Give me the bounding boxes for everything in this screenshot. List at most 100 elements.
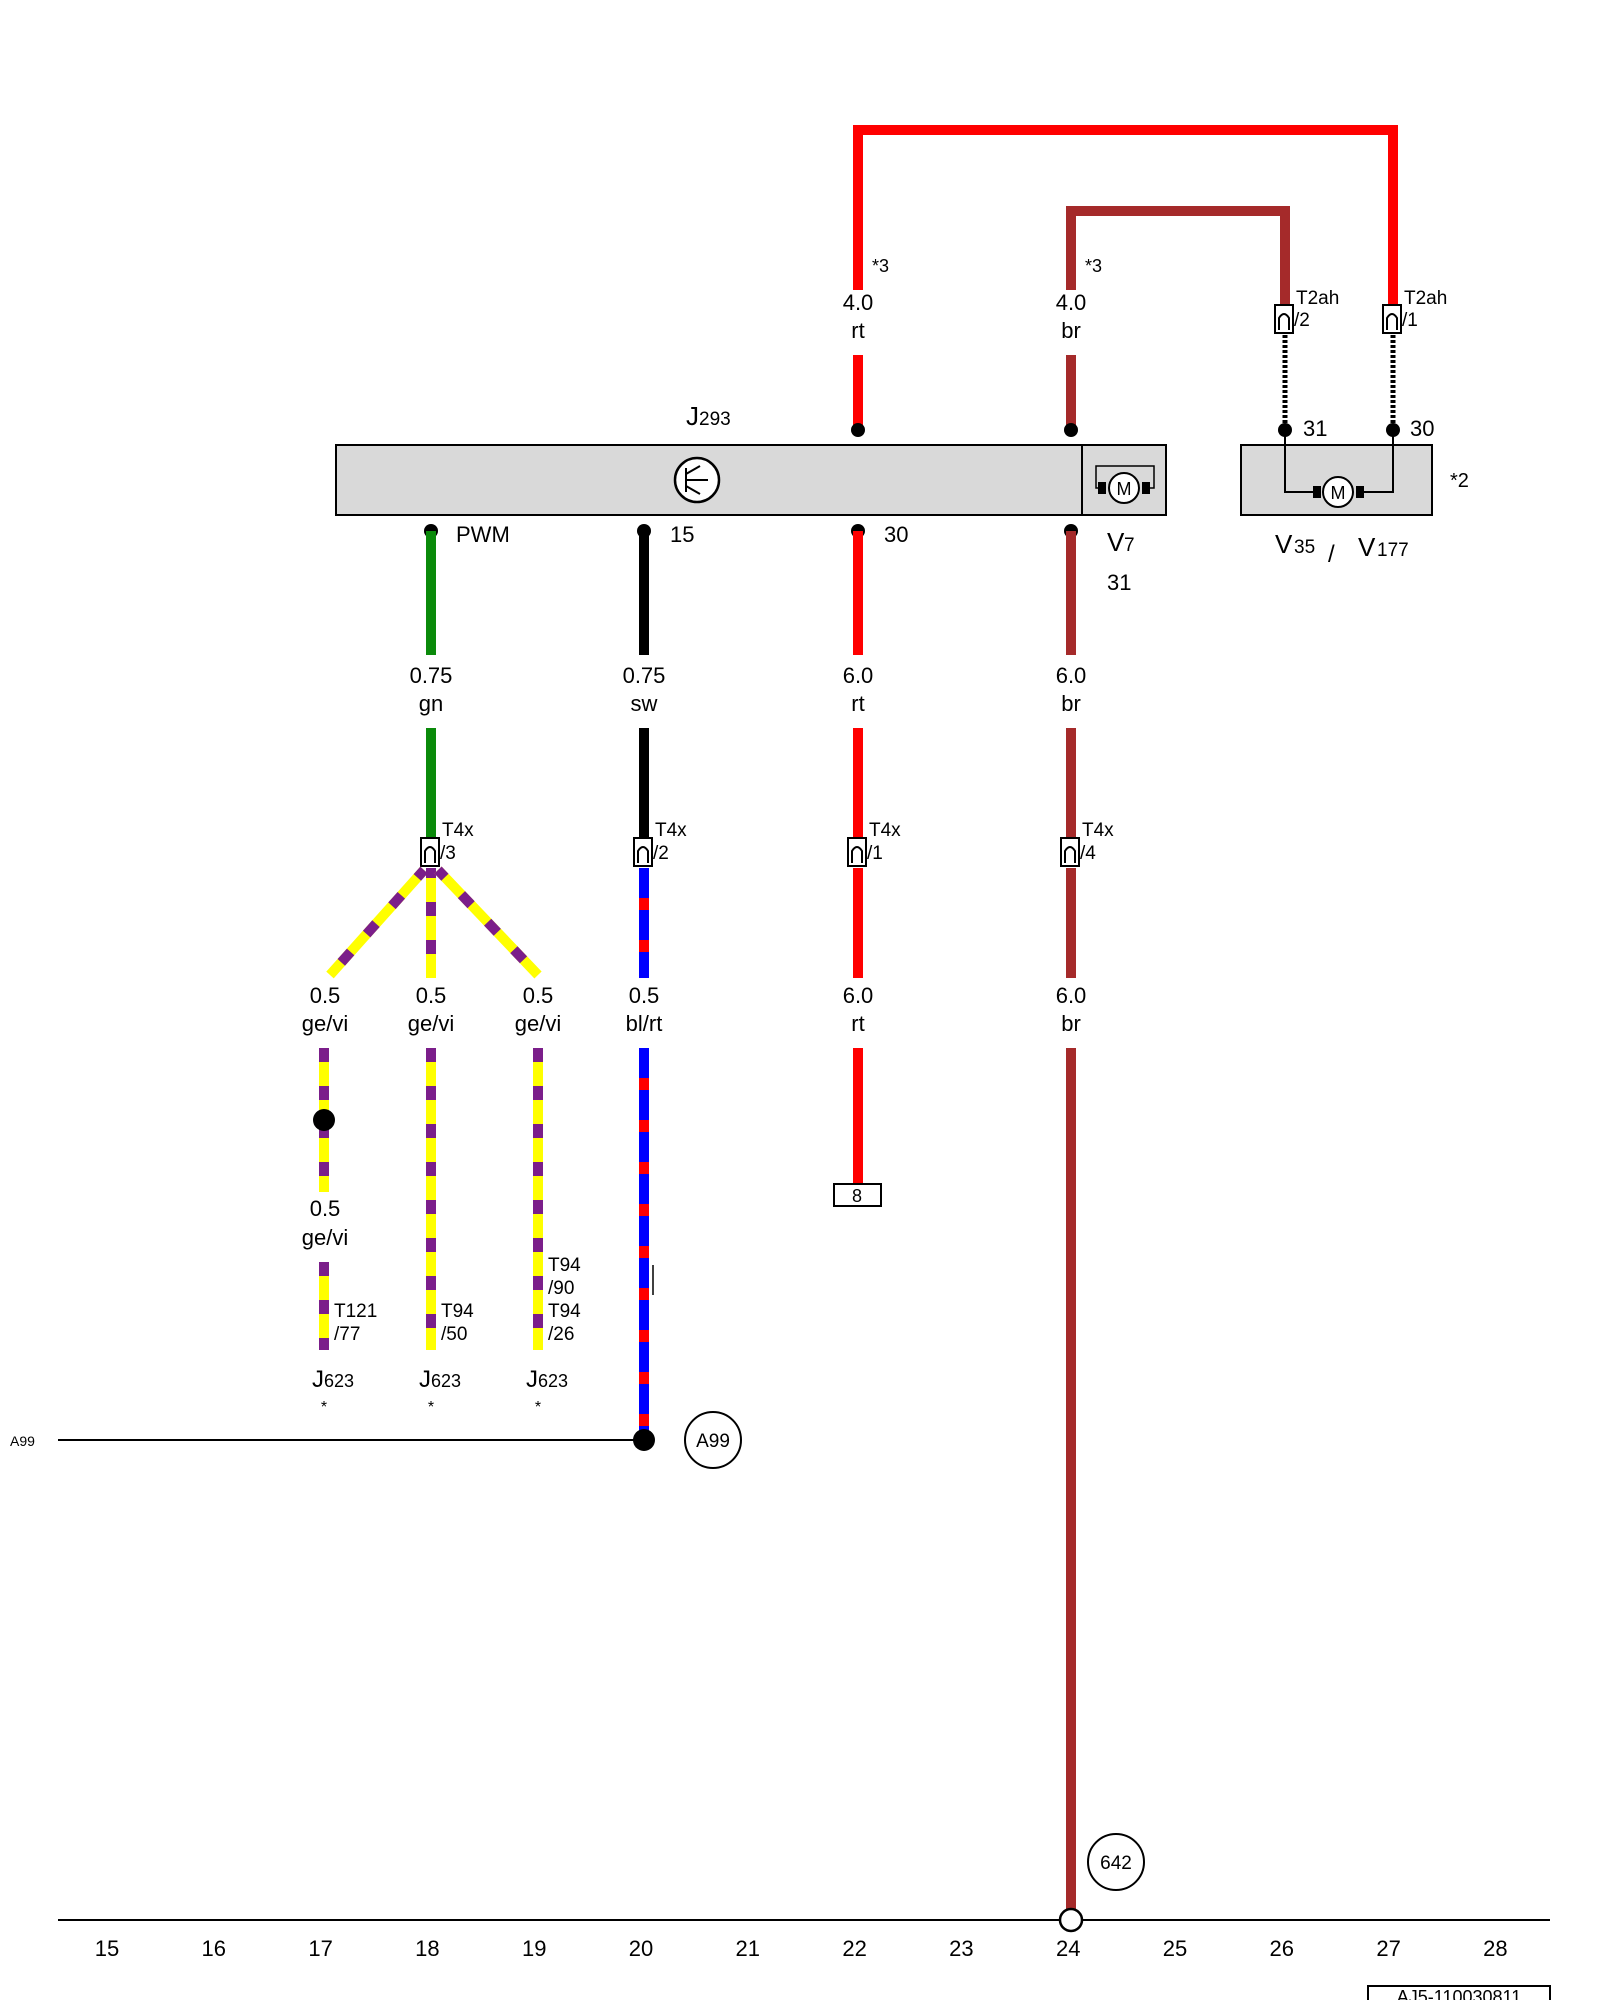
v177-label: V 177 bbox=[1358, 532, 1409, 562]
svg-text:623: 623 bbox=[431, 1371, 461, 1391]
ge-vi-branch-left bbox=[326, 866, 428, 979]
svg-text:A99: A99 bbox=[696, 1431, 730, 1452]
top-brown-gauge: 4.0 bbox=[1056, 290, 1087, 315]
blrt-gauge: 0.5 bbox=[629, 983, 660, 1008]
scale-label-19: 19 bbox=[522, 1936, 546, 1961]
connector-t4x-1: T4x /1 bbox=[847, 820, 901, 867]
svg-text:293: 293 bbox=[699, 409, 731, 430]
black-gauge: 0.75 bbox=[623, 663, 666, 688]
svg-text:T4x: T4x bbox=[1082, 820, 1114, 841]
svg-text:M: M bbox=[1331, 483, 1346, 503]
ground-point bbox=[1058, 1907, 1084, 1933]
v35-v177-unit: M bbox=[1240, 423, 1433, 516]
t94-50-pin: /50 bbox=[441, 1324, 467, 1345]
scale-label-15: 15 bbox=[95, 1936, 119, 1961]
scale-label-22: 22 bbox=[842, 1936, 866, 1961]
svg-text:/3: /3 bbox=[440, 843, 456, 864]
gv2-color: ge/vi bbox=[408, 1011, 454, 1036]
blrt-color: bl/rt bbox=[626, 1011, 663, 1036]
svg-text:642: 642 bbox=[1100, 1853, 1132, 1874]
red-mid-gauge: 6.0 bbox=[843, 663, 874, 688]
brown-mid-color: br bbox=[1061, 691, 1081, 716]
svg-text:35: 35 bbox=[1294, 537, 1315, 558]
pin-pwm: PWM bbox=[456, 522, 510, 547]
red-mid-color: rt bbox=[851, 691, 864, 716]
svg-text:AJ5-110030811: AJ5-110030811 bbox=[1397, 1987, 1521, 2000]
gv-low-gauge: 0.5 bbox=[310, 1196, 341, 1221]
t94-90-name: T94 bbox=[548, 1255, 581, 1276]
svg-text:T4x: T4x bbox=[869, 820, 901, 841]
a99-reference-circle: A99 bbox=[684, 1411, 742, 1469]
svg-text:/2: /2 bbox=[653, 843, 669, 864]
svg-text:J: J bbox=[312, 1366, 324, 1393]
j293-label: J 293 bbox=[686, 401, 731, 431]
t94-50-name: T94 bbox=[441, 1301, 474, 1322]
svg-text:7: 7 bbox=[1124, 535, 1135, 556]
j623-label-3: J 623 * bbox=[526, 1366, 568, 1416]
t94-90-pin: /90 bbox=[548, 1278, 574, 1299]
fan-motor-v7-icon: M bbox=[1095, 465, 1155, 504]
pin-30: 30 bbox=[884, 522, 908, 547]
svg-text:*: * bbox=[321, 1399, 327, 1416]
gv1-color: ge/vi bbox=[302, 1011, 348, 1036]
v35-label: V 35 bbox=[1275, 529, 1315, 559]
gv2-gauge: 0.5 bbox=[416, 983, 447, 1008]
svg-text:M: M bbox=[1117, 479, 1132, 499]
svg-text:*: * bbox=[428, 1399, 434, 1416]
svg-text:T2ah: T2ah bbox=[1404, 288, 1447, 309]
terminal-top-31 bbox=[1064, 423, 1078, 437]
v7-label: V 7 31 bbox=[1107, 527, 1135, 595]
svg-text:31: 31 bbox=[1107, 570, 1131, 595]
splice-point bbox=[313, 1109, 335, 1131]
scale-label-18: 18 bbox=[415, 1936, 439, 1961]
top-brown-note: *3 bbox=[1085, 256, 1102, 276]
brown-low-color: br bbox=[1061, 1011, 1081, 1036]
brown-mid-gauge: 6.0 bbox=[1056, 663, 1087, 688]
a99-left-label: A99 bbox=[10, 1433, 35, 1449]
svg-text:*: * bbox=[535, 1399, 541, 1416]
scale-label-16: 16 bbox=[202, 1936, 226, 1961]
scale-label-27: 27 bbox=[1376, 1936, 1400, 1961]
svg-text:623: 623 bbox=[324, 1371, 354, 1391]
pin-30-top: 30 bbox=[1410, 416, 1434, 441]
top-red-gauge: 4.0 bbox=[843, 290, 874, 315]
t121-pin: /77 bbox=[334, 1324, 360, 1345]
scale-label-25: 25 bbox=[1163, 1936, 1187, 1961]
red-low-gauge: 6.0 bbox=[843, 983, 874, 1008]
scale-label-17: 17 bbox=[308, 1936, 332, 1961]
label-slash: / bbox=[1328, 541, 1335, 568]
svg-text:177: 177 bbox=[1377, 540, 1409, 561]
scale-label-26: 26 bbox=[1270, 1936, 1294, 1961]
a99-junction bbox=[633, 1429, 655, 1451]
gv-low-color: ge/vi bbox=[302, 1225, 348, 1250]
scale-label-21: 21 bbox=[736, 1936, 760, 1961]
scale-label-28: 28 bbox=[1483, 1936, 1507, 1961]
gv1-gauge: 0.5 bbox=[310, 983, 341, 1008]
top-red-wire bbox=[853, 125, 1398, 305]
svg-text:T2ah: T2ah bbox=[1296, 288, 1339, 309]
connector-t2ah-2: T2ah /2 bbox=[1274, 288, 1339, 334]
svg-text:J: J bbox=[686, 401, 699, 431]
ground-642-circle: 642 bbox=[1087, 1833, 1145, 1891]
pin-15: 15 bbox=[670, 522, 694, 547]
top-brown-color: br bbox=[1061, 318, 1081, 343]
fan-motor-v35-icon: M bbox=[1313, 476, 1364, 508]
green-gauge: 0.75 bbox=[410, 663, 453, 688]
connector-t2ah-1: T2ah /1 bbox=[1382, 288, 1447, 334]
brown-low-gauge: 6.0 bbox=[1056, 983, 1087, 1008]
top-brown-wire bbox=[1066, 206, 1290, 305]
svg-text:T4x: T4x bbox=[655, 820, 687, 841]
scale-label-20: 20 bbox=[629, 1936, 653, 1961]
j293-control-unit: M bbox=[335, 444, 1167, 516]
ge-vi-branch-right bbox=[434, 866, 542, 979]
pin-31-top: 31 bbox=[1303, 416, 1327, 441]
top-red-note: *3 bbox=[872, 256, 889, 276]
t94-26-pin: /26 bbox=[548, 1324, 574, 1345]
j623-label-2: J 623 * bbox=[419, 1366, 461, 1416]
svg-text:J: J bbox=[526, 1366, 538, 1393]
svg-text:8: 8 bbox=[852, 1186, 862, 1206]
red-low-color: rt bbox=[851, 1011, 864, 1036]
scale-label-24: 24 bbox=[1056, 1936, 1080, 1961]
document-id-box: AJ5-110030811 bbox=[1367, 1985, 1551, 2000]
